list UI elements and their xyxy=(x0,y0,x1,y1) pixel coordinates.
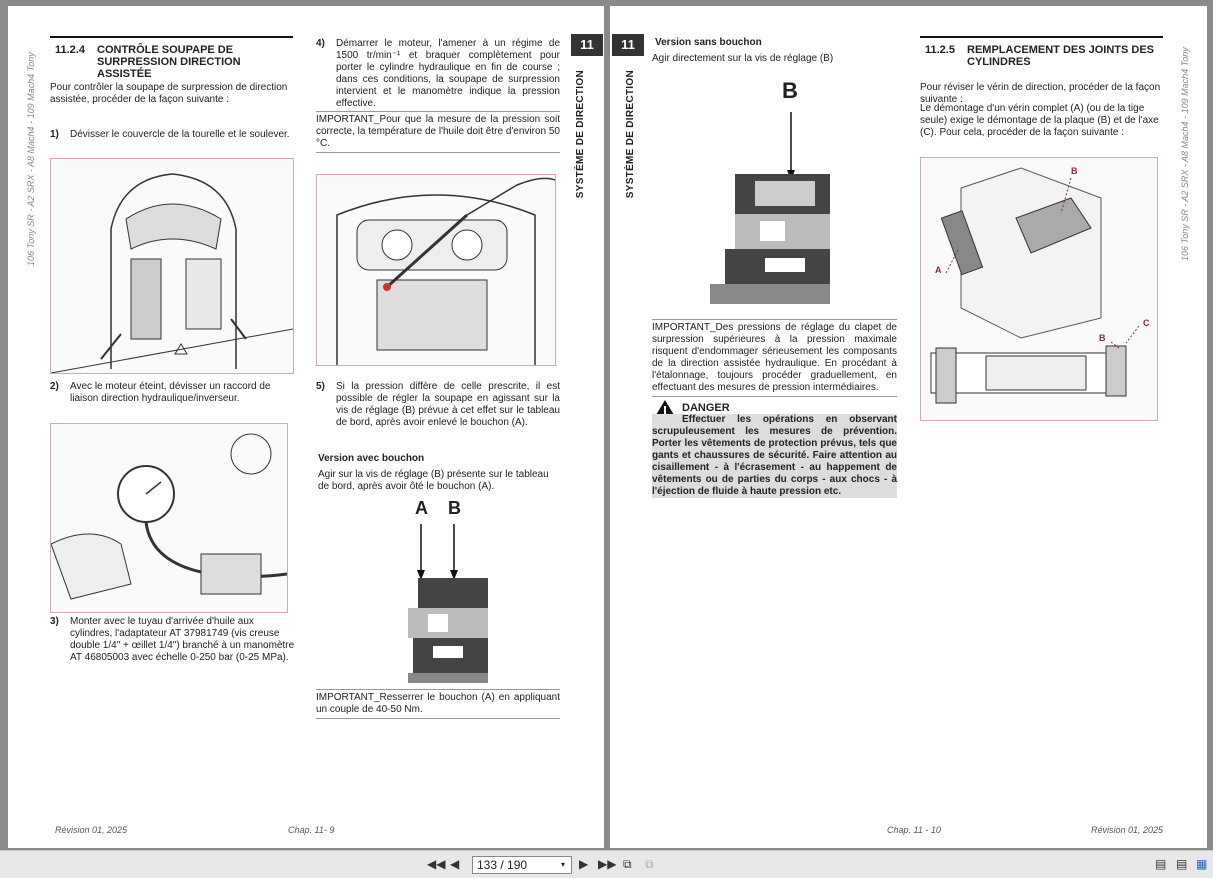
chapter-vertical-label-left: SYSTÈME DE DIRECTION xyxy=(575,70,586,199)
page-number-value: 133 / 190 xyxy=(477,858,528,872)
valve-cross-section-b xyxy=(710,112,830,304)
section-heading-11-2-5: 11.2.5 REMPLACEMENT DES JOINTS DES CYLIN… xyxy=(920,36,1163,76)
fig-label-b-right: B xyxy=(782,78,798,103)
fig-label-b: B xyxy=(448,498,461,518)
last-page-icon[interactable]: ▶▶ xyxy=(598,857,617,871)
section-title-right: REMPLACEMENT DES JOINTS DES CYLINDRES xyxy=(967,44,1155,68)
step-4-number: 4) xyxy=(316,38,325,49)
footer-revision-left: Révision 01, 2025 xyxy=(55,825,128,835)
intro-text-1-right: Pour réviser le vérin de direction, proc… xyxy=(920,82,1161,105)
page-number-field[interactable]: 133 / 190 ▾ xyxy=(472,856,572,874)
figure-gauge xyxy=(50,423,288,613)
fig-label-b2-cylinder: B xyxy=(1099,333,1106,343)
left-sidebar-text: 106 Tony SR - A2 SRX - A8 Mach4 - 109 Ma… xyxy=(26,52,36,266)
chapter-tab-right: 11 xyxy=(612,34,644,56)
danger-box: DANGER Effectuer les opérations en obser… xyxy=(652,399,897,503)
step-3-text: Monter avec le tuyau d'arrivée d'huile a… xyxy=(70,616,295,663)
figure-valve-b: B xyxy=(705,76,835,308)
version-avec-bouchon-title: Version avec bouchon xyxy=(318,453,425,464)
prev-page-icon[interactable]: ◀ xyxy=(450,857,460,871)
right-page: 11 SYSTÈME DE DIRECTION Version sans bou… xyxy=(610,6,1207,848)
first-page-icon[interactable]: ◀◀ xyxy=(427,857,446,871)
footer-chapter-right: Chap. 11 - 10 xyxy=(887,825,941,835)
turret-illustration xyxy=(51,173,293,373)
step-4-text: Démarrer le moteur, l'amener à un régime… xyxy=(336,38,560,109)
footer-chapter-left: Chap. 11- 9 xyxy=(288,825,335,835)
important-note-oil-temperature: IMPORTANT_Pour que la mesure de la press… xyxy=(316,111,560,153)
version-sans-bouchon-text: Agir directement sur la vis de réglage (… xyxy=(652,53,834,64)
valve-cross-section-a-b xyxy=(408,524,488,683)
danger-title: DANGER xyxy=(682,402,730,414)
copy-page-icon[interactable]: ⧉ xyxy=(623,857,632,871)
page-dropdown-icon[interactable]: ▾ xyxy=(561,860,566,869)
important-note-pressure: IMPORTANT_Des pressions de réglage du cl… xyxy=(652,319,897,397)
intro-text: Pour contrôler la soupape de surpression… xyxy=(50,82,288,105)
step-2-number: 2) xyxy=(50,381,59,392)
left-page: 106 Tony SR - A2 SRX - A8 Mach4 - 109 Ma… xyxy=(8,6,604,848)
section-heading-11-2-4: 11.2.4 CONTRÔLE SOUPAPE DE SURPRESSION D… xyxy=(50,36,293,80)
continuous-view-icon[interactable]: ▤ xyxy=(1176,857,1188,871)
important-note-torque: IMPORTANT_Resserrer le bouchon (A) en ap… xyxy=(316,689,560,719)
right-sidebar-text: 106 Tony SR - A2 SRX - A8 Mach4 - 109 Ma… xyxy=(1180,47,1190,261)
fig-label-a: A xyxy=(415,498,428,518)
footer-revision-right: Révision 01, 2025 xyxy=(1091,825,1164,835)
chapter-tab-left: 11 xyxy=(571,34,603,56)
fig-label-a-cylinder: A xyxy=(935,265,942,275)
gauge-illustration xyxy=(51,433,287,600)
step-2-text: Avec le moteur éteint, dévisser un racco… xyxy=(70,381,271,404)
danger-text: Effectuer les opérations en observant sc… xyxy=(652,414,897,498)
dashboard-illustration xyxy=(336,177,555,365)
version-sans-bouchon-title: Version sans bouchon xyxy=(655,37,762,48)
intro-text-2-right: Le démontage d'un vérin complet (A) (ou … xyxy=(920,103,1159,138)
chapter-vertical-label-right: SYSTÈME DE DIRECTION xyxy=(625,70,636,199)
step-3-number: 3) xyxy=(50,616,59,627)
fig-label-c-cylinder: C xyxy=(1143,318,1150,328)
section-title: CONTRÔLE SOUPAPE DE SURPRESSION DIRECTIO… xyxy=(97,44,241,80)
section-number-right: 11.2.5 xyxy=(925,44,955,56)
paste-page-icon[interactable]: ⧉ xyxy=(645,857,654,871)
step-5-text: Si la pression diffère de celle prescrit… xyxy=(336,381,560,428)
cylinder-illustration xyxy=(930,167,1140,404)
figure-dashboard xyxy=(316,174,556,366)
version-avec-bouchon-text: Agir sur la vis de réglage (B) présente … xyxy=(318,469,549,492)
figure-cylinder: B A C B xyxy=(920,157,1158,421)
pdf-viewer-toolbar: ◀◀ ◀ 133 / 190 ▾ ▶ ▶▶ ⧉ ⧉ ▤ ▤ ▦ xyxy=(0,850,1213,878)
step-1-number: 1) xyxy=(50,129,59,140)
fig-label-b-cylinder: B xyxy=(1071,166,1078,176)
section-number: 11.2.4 xyxy=(55,44,85,56)
step-5-number: 5) xyxy=(316,381,325,392)
step-1-text: Dévisser le couvercle de la tourelle et … xyxy=(70,129,290,140)
next-page-icon[interactable]: ▶ xyxy=(579,857,589,871)
single-page-view-icon[interactable]: ▤ xyxy=(1155,857,1167,871)
two-page-view-icon[interactable]: ▦ xyxy=(1196,857,1208,871)
figure-valve-a-b: A B xyxy=(388,496,488,686)
figure-turret xyxy=(50,158,294,374)
